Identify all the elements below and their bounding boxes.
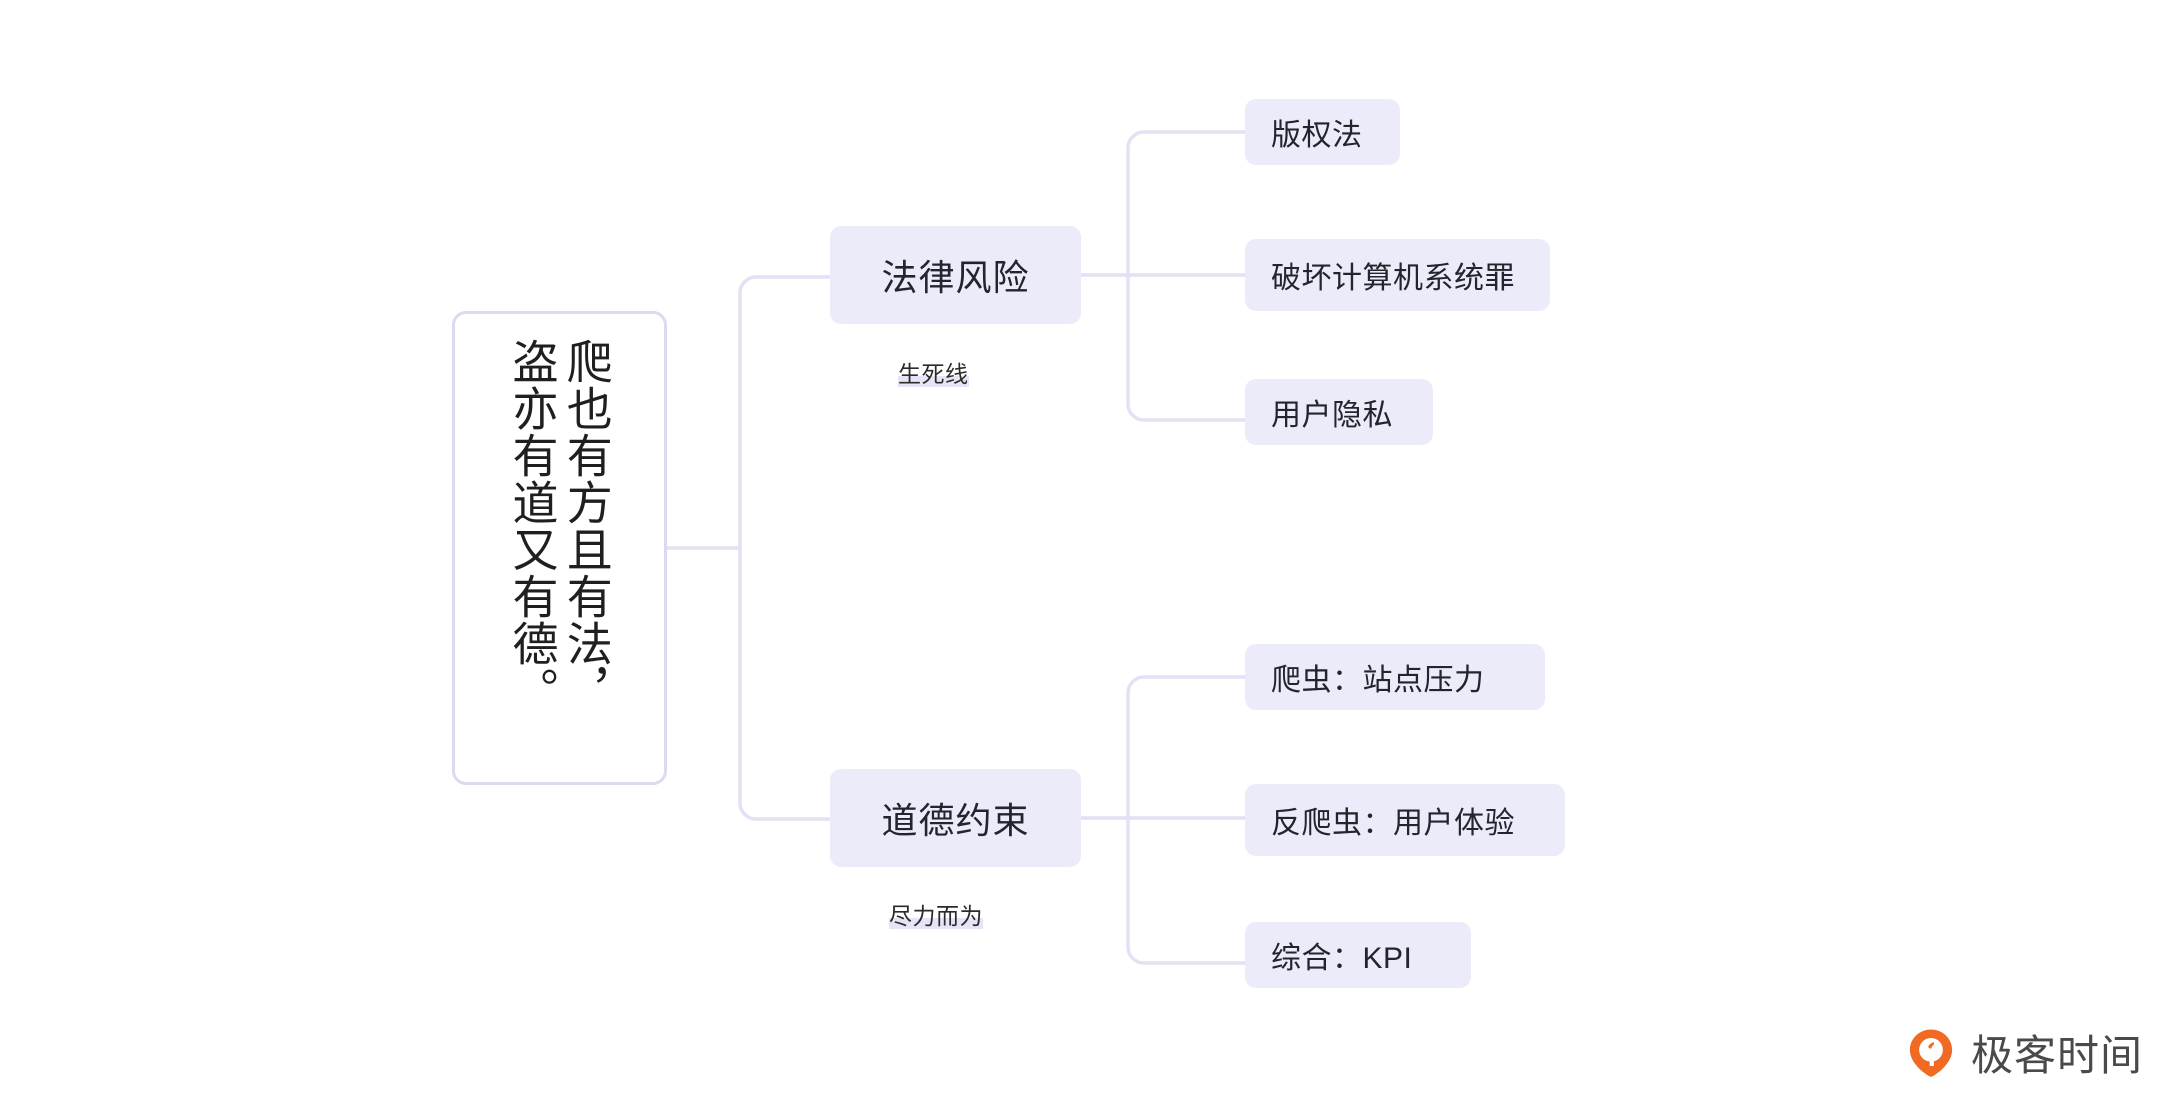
branch-node-legal-risk-label: 法律风险 [881,257,1030,298]
connector-root-to-ethics [738,546,832,821]
connector-ethics-to-load [1126,675,1247,820]
leaf-node-anticrawler-ux-label: 反爬虫：用户体验 [1271,807,1515,840]
root-node-label: 爬也有方且有法，盗亦有道又有德。 [506,338,613,714]
leaf-node-copyright-law[interactable]: 版权法 [1245,99,1400,165]
connector-legal-to-copyright [1126,130,1247,277]
leaf-node-overall-kpi[interactable]: 综合：KPI [1245,922,1471,988]
leaf-node-copyright-law-label: 版权法 [1271,119,1363,152]
branch-node-moral-constraint[interactable]: 道德约束 [830,769,1081,867]
branch-caption-legal-risk-text: 生死线 [898,361,969,387]
root-node[interactable]: 爬也有方且有法，盗亦有道又有德。 [452,311,667,785]
watermark-logo: 极客时间 [1905,1022,2143,1083]
leaf-node-computer-system-crime-label: 破坏计算机系统罪 [1271,262,1515,295]
branch-caption-moral-constraint-text: 尽力而为 [889,903,983,929]
leaf-node-anticrawler-ux[interactable]: 反爬虫：用户体验 [1245,784,1565,856]
leaf-node-crawler-site-load[interactable]: 爬虫：站点压力 [1245,644,1545,710]
connector-ethics-to-kpi [1126,816,1247,965]
geektime-pin-icon [1909,1028,1953,1077]
leaf-node-crawler-site-load-label: 爬虫：站点压力 [1271,664,1485,697]
leaf-node-computer-system-crime[interactable]: 破坏计算机系统罪 [1245,239,1550,311]
connector-legal-to-privacy [1126,273,1247,422]
watermark-brand-text: 极客时间 [1971,1032,2144,1079]
branch-node-legal-risk[interactable]: 法律风险 [830,226,1081,324]
connector-root-to-legal [738,275,832,550]
branch-caption-moral-constraint: 尽力而为 [889,897,983,931]
branch-caption-legal-risk: 生死线 [898,355,969,389]
branch-node-moral-constraint-label: 道德约束 [881,800,1030,841]
leaf-node-user-privacy[interactable]: 用户隐私 [1245,379,1433,445]
leaf-node-overall-kpi-label: 综合：KPI [1271,942,1413,975]
leaf-node-user-privacy-label: 用户隐私 [1271,399,1393,432]
